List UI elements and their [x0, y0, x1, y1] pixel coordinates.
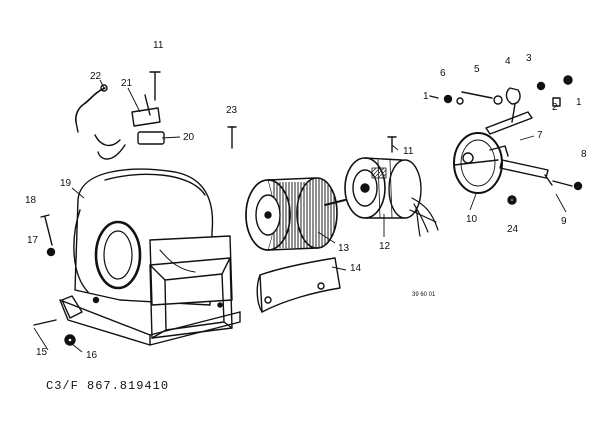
callout-5: 5 [474, 64, 480, 75]
callout-2: 2 [552, 102, 558, 113]
callout-11: 11 [153, 40, 164, 51]
callout-19: 19 [60, 178, 72, 189]
callout-3: 3 [526, 53, 532, 64]
cutoff-plate [256, 257, 341, 313]
motor-mount-ring [453, 132, 509, 194]
callout-4: 4 [505, 56, 511, 67]
callout-12: 12 [379, 241, 391, 252]
model-caption: C3/F 867.819410 [46, 379, 170, 393]
blower-housing [59, 168, 241, 346]
callout-15: 15 [36, 347, 48, 358]
callouts: 11 22 21 20 23 19 18 17 15 16 13 14 12 1… [25, 40, 587, 361]
callout-18: 18 [25, 195, 37, 206]
callout-13: 13 [338, 243, 350, 254]
callout-17: 17 [27, 235, 39, 246]
screw-11b [387, 136, 397, 153]
callout-23: 23 [226, 105, 238, 116]
hardware-nuts [33, 75, 583, 346]
callout-7: 7 [537, 130, 543, 141]
callout-10: 10 [466, 214, 478, 225]
capacitor-bracket [94, 94, 165, 160]
callout-22: 22 [90, 71, 102, 82]
blower-motor [324, 157, 439, 237]
callout-11b: 11 [403, 146, 414, 157]
callout-9: 9 [561, 216, 567, 227]
callout-14: 14 [350, 263, 362, 274]
mounting-arm-lower [499, 159, 549, 179]
callout-1a: 1 [423, 91, 429, 102]
blower-wheel [245, 177, 338, 251]
callout-1b: 1 [576, 97, 582, 108]
bolt-5 [461, 91, 493, 99]
mounting-arm-upper [485, 111, 533, 135]
callout-21: 21 [121, 78, 133, 89]
callout-8: 8 [581, 149, 587, 160]
callout-24: 24 [507, 224, 519, 235]
wire-lead [75, 84, 108, 133]
callout-6: 6 [440, 68, 446, 79]
callout-16: 16 [86, 350, 98, 361]
leader-lines [33, 79, 567, 353]
callout-20: 20 [183, 132, 195, 143]
drawing-code: 39 60 01 [412, 292, 436, 298]
